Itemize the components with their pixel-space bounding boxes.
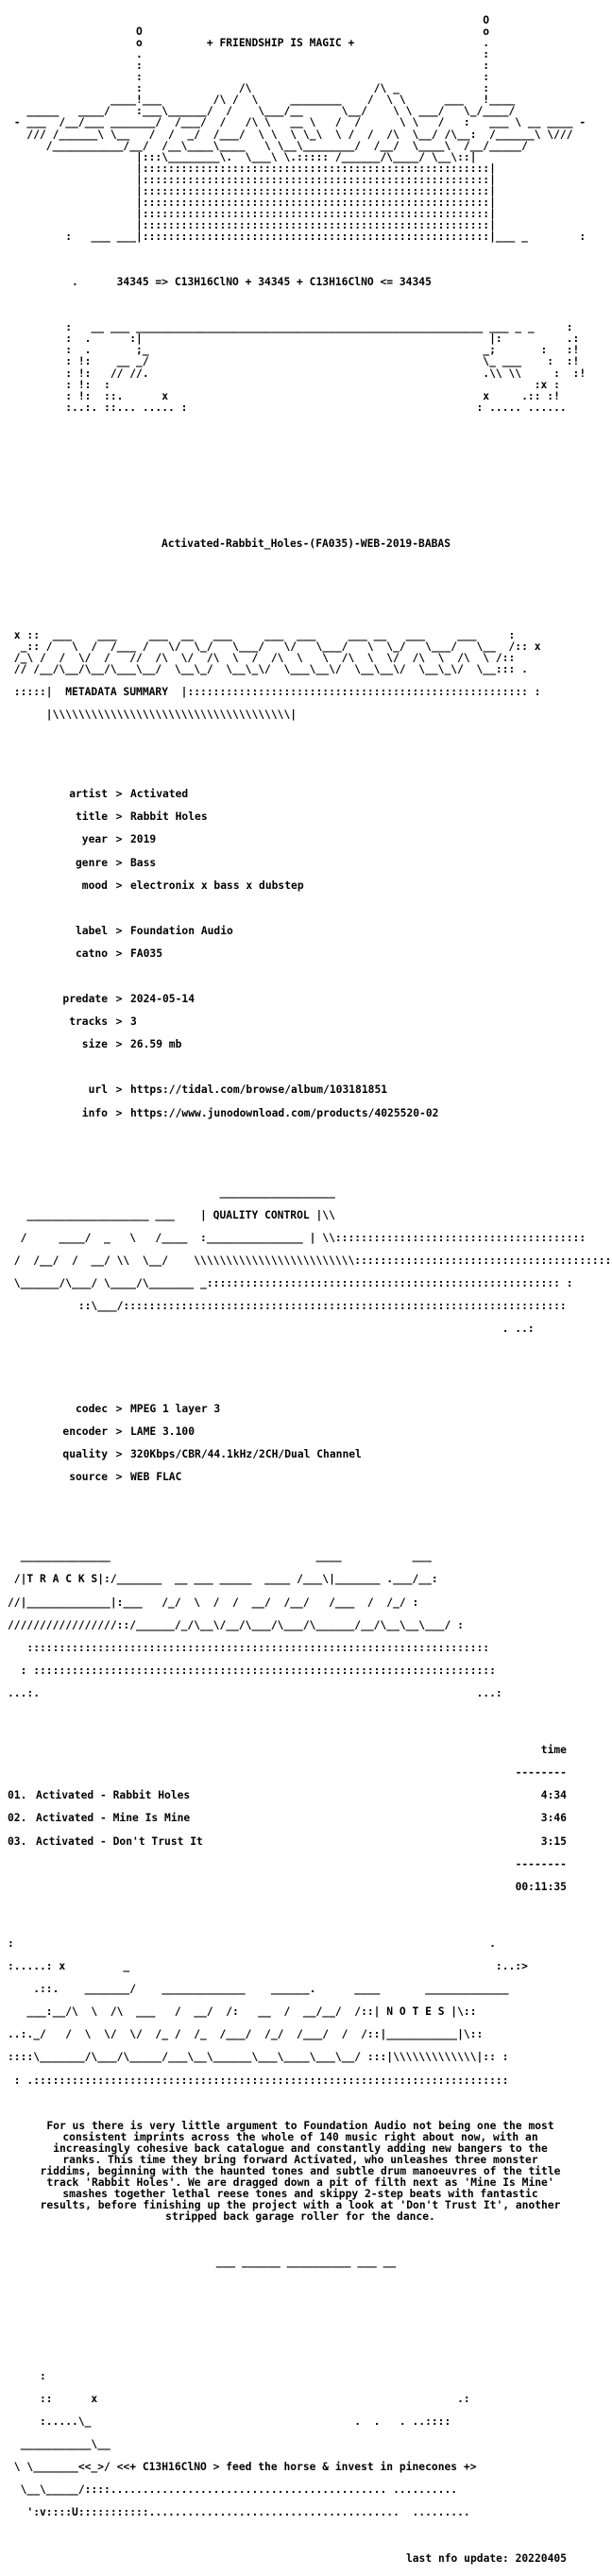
metadata-row-size: size > 26.59 mb <box>81 1038 182 1051</box>
quality-banner-top: __________________ <box>8 1186 335 1199</box>
release-name: Activated-Rabbit_Holes-(FA035)-WEB-2019-… <box>161 537 451 551</box>
footer-tagline: <<+ C13H16ClNO > feed the horse & invest… <box>116 2461 477 2474</box>
url-link[interactable]: https://tidal.com/browse/album/103181851 <box>130 1083 388 1097</box>
time-header: time <box>540 1744 567 1757</box>
header-art: O O o o + FRIENDSHIP IS MAGIC + . . <box>13 14 586 243</box>
quality-list: codec > MPEG 1 layer 3 encoder > LAME 3.… <box>8 1392 604 1494</box>
tracklist: time -------- 01.Activated - Rabbit Hole… <box>8 1733 604 1904</box>
quality-banner-row: ___________________ ___ | QUALITY CONTRO… <box>8 1208 335 1221</box>
metadata-banner-row: :::::| METADATA SUMMARY |:::::::::::::::… <box>8 685 541 698</box>
metadata-row-label: label > Foundation Audio <box>75 924 233 937</box>
total-time: 00:11:35 <box>515 1880 567 1893</box>
header-spacer <box>8 254 604 265</box>
quality-row-encoder: encoder > LAME 3.100 <box>62 1424 196 1438</box>
metadata-row-artist: artist > Activated <box>69 788 189 801</box>
metadata-list: artist > Activated title > Rabbit Holes … <box>8 777 604 1130</box>
quality-row-quality: quality > 320Kbps/CBR/44.1kHz/2CH/Dual C… <box>62 1447 362 1460</box>
tracks-banner-top: ______________ ____ ___ <box>8 1550 432 1563</box>
notes-divider: ___ ______ __________ ___ __ <box>215 2256 397 2269</box>
notes-section-title: N O T E S <box>386 2005 445 2019</box>
metadata-row-info[interactable]: info > https://www.junodownload.com/prod… <box>81 1106 439 1119</box>
notes-banner-row: ___:__/\ \ /\ ___ / __/ /: __ / __/__/ /… <box>8 2005 477 2019</box>
metadata-row-year: year > 2019 <box>81 833 157 846</box>
quality-row-source: source > WEB FLAC <box>69 1471 182 1484</box>
nfo-document: O O o o + FRIENDSHIP IS MAGIC + . . <box>8 14 612 2565</box>
header-equation-row: . 34345 => C13H16ClNO + 34345 + C13H16Cl… <box>8 276 432 289</box>
info-link[interactable]: https://www.junodownload.com/products/40… <box>130 1106 439 1119</box>
metadata-row-genre: genre > Bass <box>75 856 157 869</box>
metadata-row-predate: predate > 2024-05-14 <box>62 993 196 1006</box>
metadata-banner-art: x :: ___ ___ ___ __ ___ ___ ___ ___ __ _… <box>13 628 541 675</box>
metadata-row-mood: mood > electronix x bass x dubstep <box>81 879 304 892</box>
last-update: last nfo update: 20220405 <box>405 2551 567 2565</box>
metadata-row-url[interactable]: url > https://tidal.com/browse/album/103… <box>88 1083 388 1097</box>
header-spacer-2 <box>8 299 604 311</box>
metadata-section-title: METADATA SUMMARY <box>65 685 169 698</box>
tracks-section-title: T R A C K S <box>26 1573 98 1586</box>
notes-text: For us there is very little argument to … <box>40 2119 561 2224</box>
tracks-banner-row: /|T R A C K S|:/_______ __ ___ _____ ___… <box>8 1573 438 1586</box>
quality-section-title: QUALITY CONTROL <box>212 1208 310 1221</box>
header-art-bottom: : __ ___ _______________________________… <box>65 321 586 414</box>
time-rule: -------- <box>515 1766 567 1780</box>
metadata-row-title: title > Rabbit Holes <box>75 810 208 824</box>
metadata-row-catno: catno > FA035 <box>75 947 163 960</box>
metadata-row-tracks: tracks > 3 <box>69 1015 137 1029</box>
equation-text: 34345 => C13H16ClNO + 34345 + C13H16ClNO… <box>116 276 432 289</box>
footer-row: \ \_______<<_>/ <<+ C13H16ClNO > feed th… <box>8 2461 477 2474</box>
quality-row-codec: codec > MPEG 1 layer 3 <box>75 1402 221 1415</box>
